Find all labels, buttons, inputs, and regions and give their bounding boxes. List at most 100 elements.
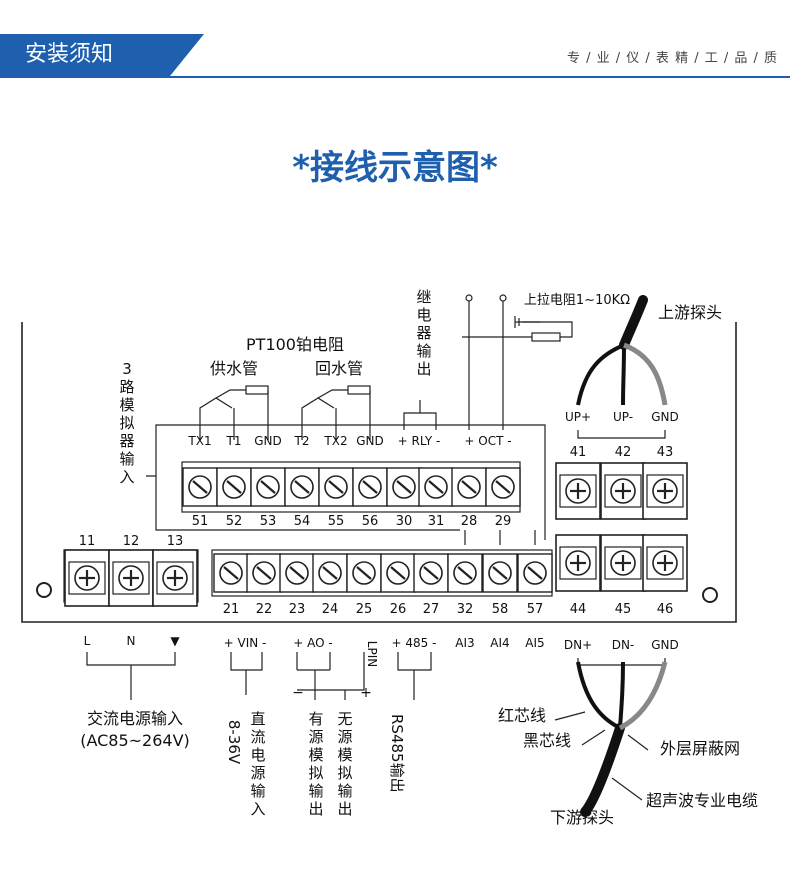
vertical-char: 拟 bbox=[119, 414, 134, 432]
downstream-shield bbox=[618, 661, 668, 731]
vertical-char: 无 bbox=[337, 710, 352, 728]
rs485-caption: RS485输出 bbox=[388, 714, 406, 793]
ac-range-caption: (AC85~264V) bbox=[80, 731, 190, 750]
terminal-25 bbox=[346, 553, 382, 593]
terminal-number: 24 bbox=[322, 602, 339, 617]
vertical-char: 出 bbox=[337, 800, 352, 818]
dc-range-caption: 8-36V bbox=[225, 720, 243, 765]
lpin-label: LPIN bbox=[365, 641, 379, 667]
terminal-31 bbox=[418, 467, 454, 507]
outer-shield-label: 外层屏蔽网 bbox=[660, 739, 740, 758]
return-pipe-label: 回水管 bbox=[315, 359, 363, 378]
screw-slot bbox=[457, 566, 473, 580]
terminal-23 bbox=[279, 553, 315, 593]
vertical-char: 有 bbox=[308, 710, 323, 728]
terminal-number: 41 bbox=[570, 445, 587, 460]
vertical-char: 流 bbox=[250, 728, 265, 746]
vertical-char: 模 bbox=[308, 746, 323, 764]
terminal-label: UP- bbox=[613, 410, 633, 424]
red-core-leader bbox=[554, 711, 586, 721]
terminal-30 bbox=[386, 467, 422, 507]
terminal-label: T1 bbox=[226, 434, 242, 448]
terminal-label: AI5 bbox=[525, 636, 544, 650]
terminal-57 bbox=[517, 553, 553, 593]
resistor-symbol bbox=[347, 385, 371, 395]
terminal-label: AI4 bbox=[490, 636, 509, 650]
terminal-number: 26 bbox=[390, 602, 407, 617]
terminal-12 bbox=[108, 549, 154, 607]
vertical-char: 入 bbox=[119, 468, 134, 486]
pt100-return-wire bbox=[301, 397, 335, 440]
terminal-label: T2 bbox=[294, 434, 310, 448]
wires bbox=[86, 294, 668, 817]
upstream-red-core bbox=[576, 343, 625, 406]
terminal-label: UP+ bbox=[565, 410, 591, 424]
terminal-11 bbox=[64, 549, 110, 607]
upstream-shield bbox=[623, 342, 668, 406]
terminal-number: 46 bbox=[657, 602, 674, 617]
screw-slot bbox=[495, 480, 511, 494]
terminal-number: 55 bbox=[328, 514, 345, 529]
pullup-resistor-label: 上拉电阻1~10KΩ bbox=[524, 293, 630, 308]
terminal-55 bbox=[318, 467, 354, 507]
mount-hole-right bbox=[702, 587, 718, 603]
header-rule bbox=[0, 76, 790, 78]
up-bracket bbox=[577, 430, 666, 439]
screw-slot bbox=[527, 566, 543, 580]
terminal-number: 21 bbox=[223, 602, 240, 617]
supply-pipe-label: 供水管 bbox=[210, 359, 258, 378]
terminal-51 bbox=[182, 467, 218, 507]
upstream-black-core bbox=[621, 344, 626, 406]
screw-slot bbox=[423, 566, 439, 580]
vin-bracket bbox=[230, 652, 263, 671]
terminal-13 bbox=[152, 549, 198, 607]
terminal-32 bbox=[447, 553, 483, 593]
terminal-28 bbox=[451, 467, 487, 507]
terminal-number: 44 bbox=[570, 602, 587, 617]
terminal-number: 23 bbox=[289, 602, 306, 617]
ultrasonic-cable-label: 超声波专业电缆 bbox=[646, 791, 758, 810]
terminal-blocks bbox=[63, 461, 688, 607]
screw-slot bbox=[260, 480, 276, 494]
terminal-label: + VIN - bbox=[224, 636, 267, 650]
terminal-46 bbox=[642, 534, 688, 592]
terminal-label: ▼ bbox=[170, 634, 180, 648]
vertical-char: 输 bbox=[416, 342, 431, 360]
terminal-label: + RLY - bbox=[398, 434, 441, 448]
terminal-number: 43 bbox=[657, 445, 674, 460]
terminal-number: 58 bbox=[492, 602, 509, 617]
screw-slot bbox=[428, 480, 444, 494]
ao-minus-label: − bbox=[292, 685, 304, 701]
terminal-number: 32 bbox=[457, 602, 474, 617]
vertical-char: 输 bbox=[250, 782, 265, 800]
cable-leader bbox=[611, 777, 643, 801]
terminal-number: 53 bbox=[260, 514, 277, 529]
vertical-char: 直 bbox=[250, 710, 265, 728]
terminal-42 bbox=[600, 462, 646, 520]
black-core-label: 黑芯线 bbox=[523, 731, 571, 750]
terminal-22 bbox=[246, 553, 282, 593]
terminal-label: TX2 bbox=[323, 434, 347, 448]
resistor-symbol bbox=[245, 385, 269, 395]
vertical-char: 源 bbox=[250, 764, 265, 782]
vertical-char: 电 bbox=[250, 746, 265, 764]
terminal-number: 22 bbox=[256, 602, 273, 617]
shield-leader bbox=[627, 734, 649, 751]
screw-slot bbox=[396, 480, 412, 494]
terminal-26 bbox=[380, 553, 416, 593]
oct-wire bbox=[515, 321, 573, 338]
relay-bracket bbox=[403, 412, 437, 430]
terminal-number: 30 bbox=[396, 514, 413, 529]
terminal-number: 29 bbox=[495, 514, 512, 529]
screw-slot bbox=[461, 480, 477, 494]
terminal-label: L bbox=[84, 634, 91, 648]
screw-slot bbox=[256, 566, 272, 580]
upstream-probe-label: 上游探头 bbox=[658, 303, 722, 322]
vertical-char: 器 bbox=[416, 324, 431, 342]
screw-slot bbox=[294, 480, 310, 494]
ao-plus-label: + bbox=[360, 685, 372, 701]
